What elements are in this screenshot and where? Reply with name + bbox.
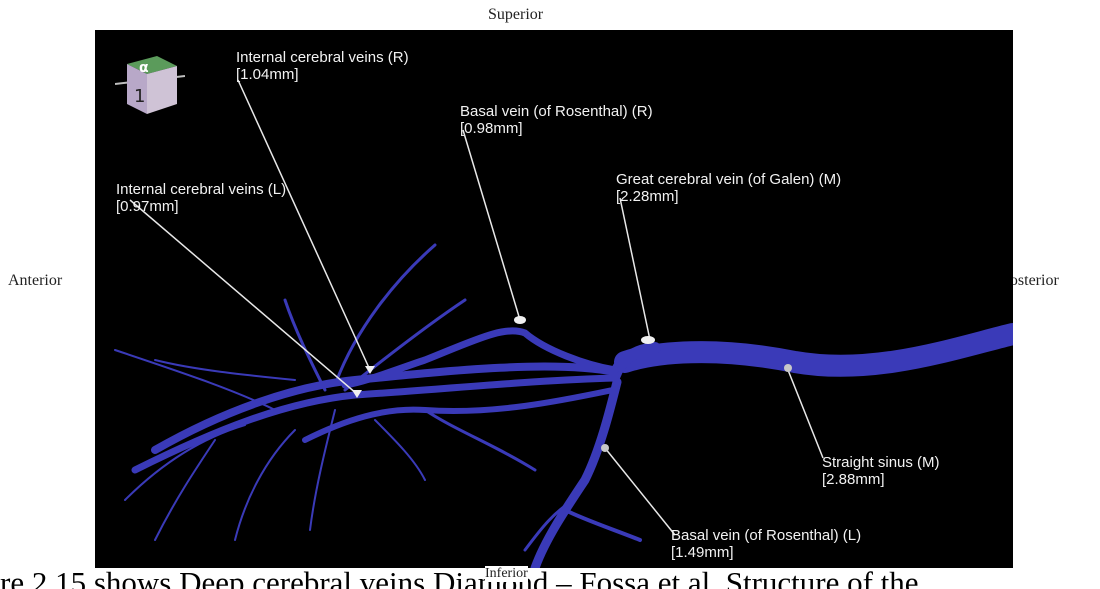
label-value: [0.98mm] bbox=[460, 120, 523, 137]
orientation-posterior: Posterior bbox=[1001, 272, 1059, 289]
orientation-inferior: Inferior bbox=[485, 566, 528, 582]
label-name: Great cerebral vein (of Galen) (M) bbox=[616, 171, 842, 188]
label-internal-cerebral-veins-l: Internal cerebral veins (L) [0.97mm] bbox=[116, 181, 286, 215]
label-value: [1.04mm] bbox=[236, 66, 299, 83]
label-name: Straight sinus (M) bbox=[822, 454, 940, 471]
label-value: [2.28mm] bbox=[616, 188, 679, 205]
label-name: Basal vein (of Rosenthal) (L) bbox=[671, 527, 862, 544]
orientation-superior: Superior bbox=[488, 6, 544, 23]
svg-text:α: α bbox=[139, 60, 149, 76]
label-basal-vein-r: Basal vein (of Rosenthal) (R) [0.98mm] bbox=[460, 103, 653, 137]
orientation-anterior: Anterior bbox=[8, 272, 63, 289]
label-value: [1.49mm] bbox=[671, 544, 734, 561]
vein-rendering bbox=[114, 79, 1013, 568]
label-great-cerebral-vein: Great cerebral vein (of Galen) (M) [2.28… bbox=[616, 171, 841, 205]
label-value: [2.88mm] bbox=[822, 471, 885, 488]
label-internal-cerebral-veins-r: Internal cerebral veins (R) [1.04mm] bbox=[236, 49, 409, 83]
label-straight-sinus: Straight sinus (M) [2.88mm] bbox=[822, 454, 940, 488]
svg-text:1: 1 bbox=[134, 86, 145, 107]
label-name: Internal cerebral veins (L) bbox=[116, 181, 287, 198]
3d-vein-viewport[interactable]: α 1 Internal cerebral veins (R) [1.04mm]… bbox=[95, 30, 1013, 568]
label-basal-vein-l: Basal vein (of Rosenthal) (L) [1.49mm] bbox=[671, 527, 861, 561]
label-name: Basal vein (of Rosenthal) (R) bbox=[460, 103, 653, 120]
figure-caption: re 2.15 shows Deep cerebral veins Diamon… bbox=[0, 565, 919, 589]
orientation-cube-icon[interactable]: α 1 bbox=[115, 46, 185, 126]
label-value: [0.97mm] bbox=[116, 198, 179, 215]
label-name: Internal cerebral veins (R) bbox=[236, 49, 409, 66]
